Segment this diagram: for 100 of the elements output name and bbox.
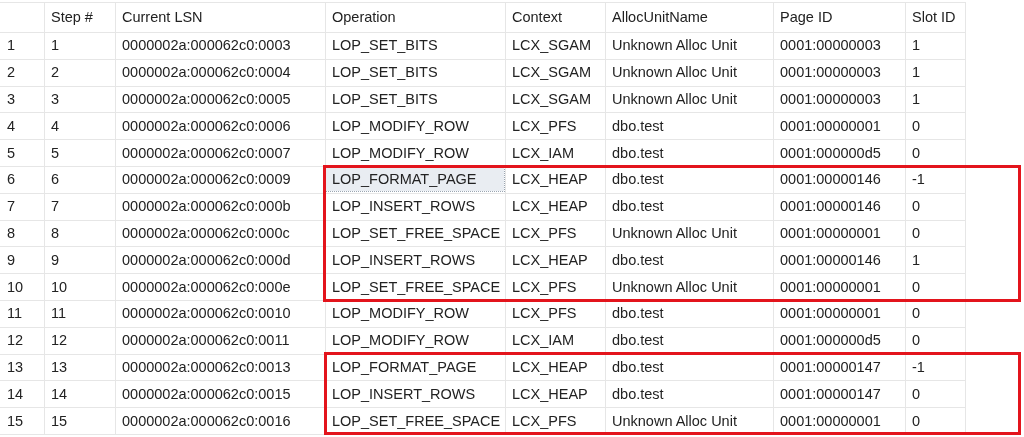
table-cell-text: 1	[51, 36, 60, 56]
table-cell-text: dbo.test	[612, 170, 664, 190]
table-cell-text: 3	[51, 90, 60, 109]
table-cell-text: LCX_HEAP	[512, 358, 588, 377]
table-cell-text: LCX_SGAM	[512, 90, 591, 109]
table-cell-text: LOP_FORMAT_PAGE	[332, 358, 477, 377]
table-cell-text: LCX_IAM	[512, 331, 575, 351]
table-cell-text: 8	[51, 224, 60, 243]
table-cell-text: 0000002a:000062c0:000d	[122, 250, 291, 270]
table-cell-text: 1	[912, 36, 921, 56]
table-cell-text: dbo.test	[612, 143, 664, 163]
table-cell-text: 13	[51, 358, 68, 377]
table-cell-text: 0001:00000001	[780, 277, 881, 297]
table-cell-text: dbo.test	[612, 384, 664, 404]
table-cell-text: 0	[912, 384, 921, 404]
table-cell-text: LCX_HEAP	[512, 170, 588, 190]
column-header: Context	[512, 8, 562, 27]
table-cell-text: LOP_SET_FREE_SPACE	[332, 277, 501, 297]
table-cell-text: 0001:00000003	[780, 36, 881, 56]
table-cell-text: LOP_INSERT_ROWS	[332, 197, 476, 217]
table-cell-text: LOP_MODIFY_ROW	[332, 116, 469, 136]
table-cell-text: dbo.test	[612, 304, 664, 324]
table-cell-text: 15	[51, 411, 68, 431]
table-cell-text: LOP_SET_BITS	[332, 63, 438, 83]
table-cell-text: LCX_SGAM	[512, 36, 591, 56]
table-cell-text: 0001:00000001	[780, 411, 881, 431]
table-cell-text: 5	[51, 143, 60, 163]
table-cell-text: 0001:00000001	[780, 224, 881, 243]
table-cell-text: LOP_INSERT_ROWS	[332, 384, 476, 404]
table-cell-text: LCX_HEAP	[512, 250, 588, 270]
table-cell-text: 0001:00000147	[780, 358, 881, 377]
table-cell-text: dbo.test	[612, 116, 664, 136]
row-number: 14	[7, 384, 24, 404]
table-cell-text: 0000002a:000062c0:0005	[122, 90, 291, 109]
column-header: Slot ID	[912, 8, 956, 27]
row-number: 3	[7, 90, 16, 109]
table-cell-text: 0001:00000001	[780, 116, 881, 136]
table-cell-text: LOP_MODIFY_ROW	[332, 304, 469, 324]
table-cell-text: -1	[912, 170, 925, 190]
column-header: AllocUnitName	[612, 8, 708, 27]
table-cell: LOP_FORMAT_PAGE	[326, 168, 504, 191]
table-cell-text: 0001:000000d5	[780, 331, 881, 351]
table-cell-text: LOP_SET_BITS	[332, 90, 438, 109]
table-cell-text: 0000002a:000062c0:0007	[122, 143, 291, 163]
table-cell-text: LCX_IAM	[512, 143, 575, 163]
table-cell-text: 2	[51, 63, 60, 83]
table-cell-text: LCX_PFS	[512, 304, 577, 324]
table-cell-text: 0	[912, 143, 921, 163]
table-cell-text: Unknown Alloc Unit	[612, 63, 737, 83]
table-cell-text: dbo.test	[612, 197, 664, 217]
table-cell-text: 1	[912, 90, 921, 109]
table-cell-text: 4	[51, 116, 60, 136]
table-cell-text: 0000002a:000062c0:000e	[122, 277, 291, 297]
table-cell-text: LCX_PFS	[512, 224, 577, 243]
table-cell-text: Unknown Alloc Unit	[612, 36, 737, 56]
table-cell-text: 10	[51, 277, 68, 297]
column-header: Operation	[332, 8, 396, 27]
highlight-frame	[323, 164, 1021, 302]
table-cell-text: 0000002a:000062c0:0011	[122, 331, 290, 351]
column-header: Page ID	[780, 8, 833, 27]
table-cell-text: 0000002a:000062c0:000c	[122, 224, 290, 243]
table-cell-text: LOP_MODIFY_ROW	[332, 331, 469, 351]
table-cell-text: 14	[51, 384, 68, 404]
table-cell-text: 0001:00000146	[780, 197, 881, 217]
table-cell-text: Unknown Alloc Unit	[612, 224, 737, 243]
row-number: 11	[7, 304, 23, 324]
table-cell-text: 0000002a:000062c0:0015	[122, 384, 291, 404]
table-cell-text: LOP_SET_FREE_SPACE	[332, 411, 501, 431]
table-cell-text: dbo.test	[612, 250, 664, 270]
table-cell-text: 0000002a:000062c0:0009	[122, 170, 291, 190]
row-number: 1	[7, 36, 16, 56]
table-cell-text: 0	[912, 277, 921, 297]
table-cell-text: LOP_SET_FREE_SPACE	[332, 224, 501, 243]
row-number: 5	[7, 143, 16, 163]
table-cell-text: 0	[912, 116, 921, 136]
table-cell-text: 0001:000000d5	[780, 143, 881, 163]
table-cell-text: LCX_SGAM	[512, 63, 591, 83]
table-cell-text: dbo.test	[612, 331, 664, 351]
table-cell-text: LOP_INSERT_ROWS	[332, 250, 476, 270]
column-header: Step #	[51, 8, 93, 27]
table-cell-text: LOP_SET_BITS	[332, 36, 438, 56]
column-header: Current LSN	[122, 8, 203, 27]
row-number: 7	[7, 197, 16, 217]
table-cell-text: 7	[51, 197, 60, 217]
table-cell-text: 0000002a:000062c0:0016	[122, 411, 291, 431]
table-cell-text: 0	[912, 331, 921, 351]
table-cell-text: 0001:00000001	[780, 304, 881, 324]
table-cell-text: 0001:00000003	[780, 90, 881, 109]
table-cell-text: 11	[51, 304, 67, 324]
row-number: 4	[7, 116, 16, 136]
table-cell-text: 0000002a:000062c0:0003	[122, 36, 291, 56]
row-number: 8	[7, 224, 16, 243]
row-number: 10	[7, 277, 24, 297]
table-cell-text: 12	[51, 331, 68, 351]
table-cell-text: 0	[912, 197, 921, 217]
highlight-frame	[324, 352, 1021, 436]
table-cell-text: dbo.test	[612, 358, 664, 377]
row-number: 13	[7, 358, 24, 377]
table-cell-text: 0001:00000147	[780, 384, 881, 404]
table-cell-text: 0000002a:000062c0:000b	[122, 197, 291, 217]
